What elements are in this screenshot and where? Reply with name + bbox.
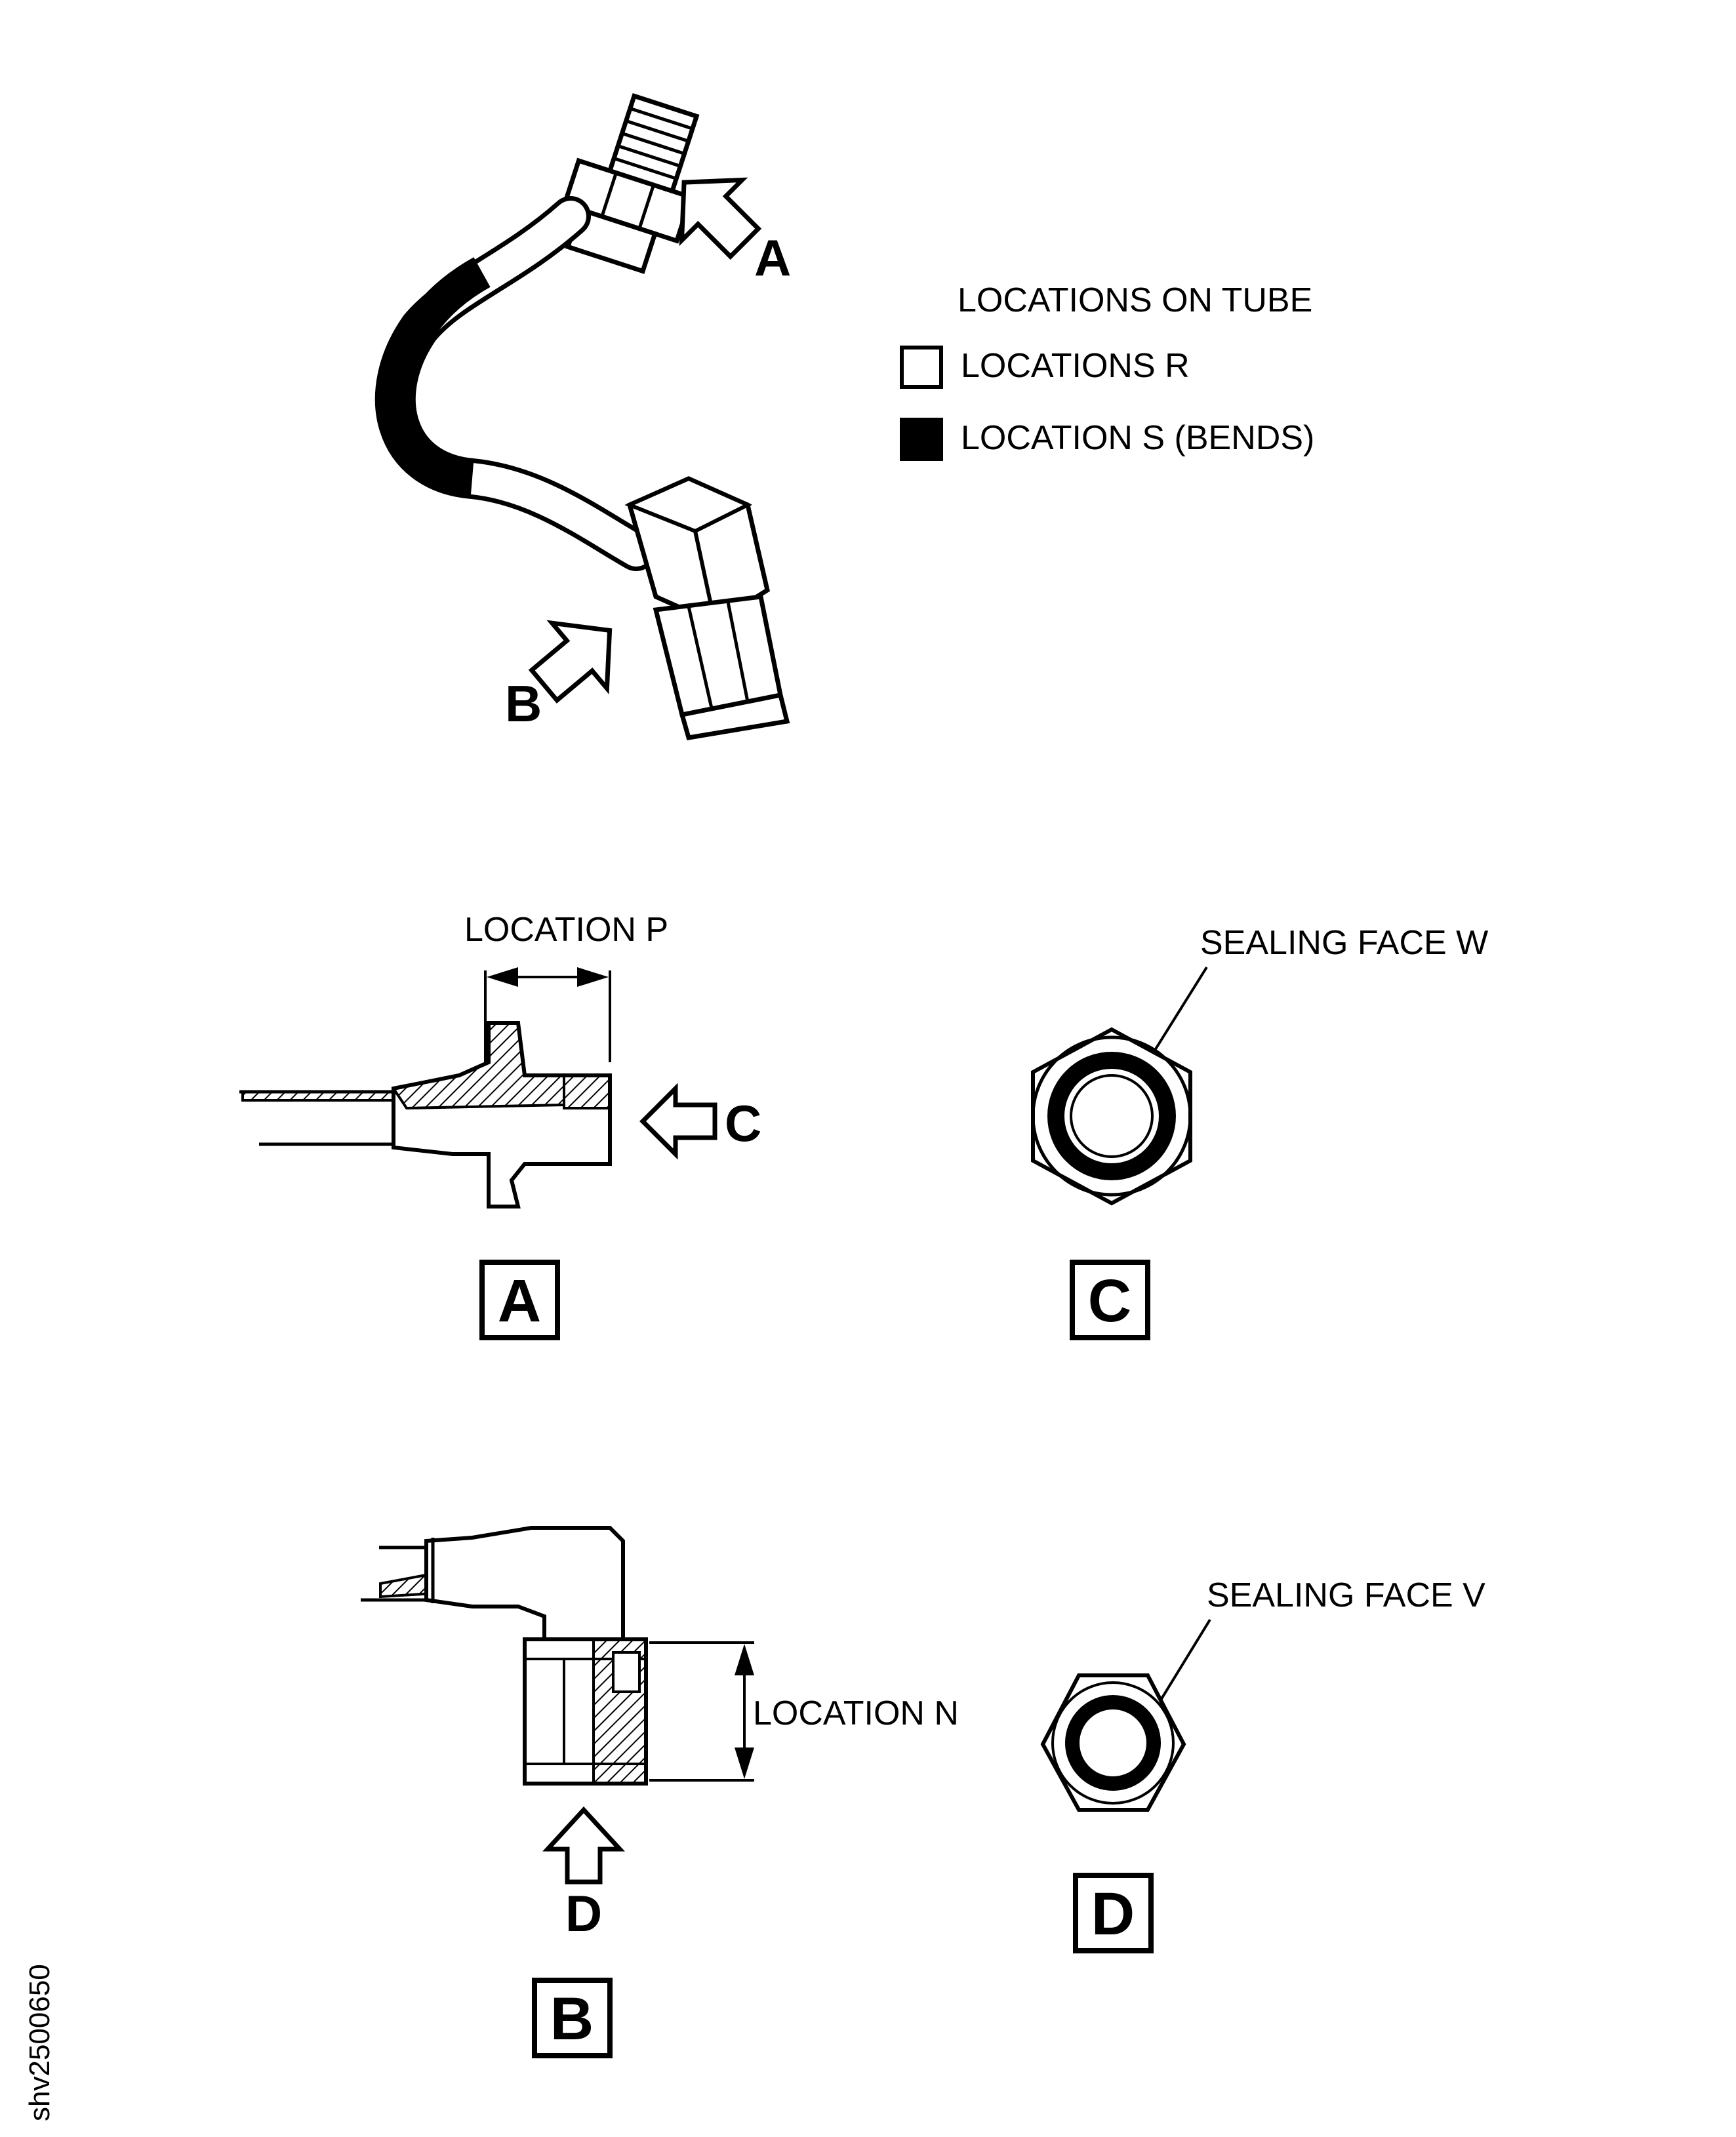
view-arrow-a <box>679 177 762 260</box>
view-letter-b: B <box>550 1986 594 2052</box>
view-label-box-c <box>1070 1260 1150 1340</box>
legend-swatch-r <box>900 346 943 389</box>
sealing-face-v-label: SEALING FACE V <box>1207 1576 1485 1614</box>
view-letter-d: D <box>1091 1881 1135 1947</box>
legend-item-r: LOCATIONS R <box>961 347 1190 385</box>
location-n-label: LOCATION N <box>753 1694 959 1732</box>
figure-reference: shv2500650 <box>24 1964 56 2121</box>
location-p-label: LOCATION P <box>464 911 668 949</box>
view-c-face: SEALING FACE W C <box>1031 924 1488 1340</box>
view-arrow-d <box>542 1806 625 1885</box>
view-arrow-c <box>639 1083 717 1160</box>
arrow-a-label: A <box>754 229 791 287</box>
legend: LOCATIONS ON TUBE LOCATIONS R LOCATION S… <box>900 281 1314 461</box>
elbow-fitting <box>624 476 790 740</box>
sealing-face-w-ring <box>1047 1052 1176 1180</box>
legend-item-s: LOCATION S (BENDS) <box>961 419 1314 457</box>
legend-swatch-s <box>900 418 943 461</box>
view-letter-c: C <box>1088 1268 1131 1334</box>
tube-inner <box>379 201 652 567</box>
view-a-section: LOCATION P C A <box>239 911 761 1340</box>
view-label-box-d <box>1073 1873 1154 1953</box>
bend-location-s <box>378 257 491 496</box>
legend-title: LOCATIONS ON TUBE <box>958 281 1312 319</box>
view-letter-a: A <box>498 1268 541 1334</box>
hex-nut-d <box>1040 1673 1186 1812</box>
view-arrow-b <box>528 620 613 704</box>
arrow-c-label: C <box>725 1094 761 1152</box>
view-d-face: SEALING FACE V D <box>1040 1576 1485 1953</box>
view-label-box-b <box>532 1978 613 2058</box>
arrow-b-label: B <box>505 675 542 732</box>
view-b-section: LOCATION N D B <box>361 1526 959 2058</box>
view-label-box-a <box>479 1260 560 1340</box>
tube-assembly-illustration: A B <box>374 92 791 740</box>
arrow-d-label: D <box>565 1885 602 1942</box>
sealing-face-v-ring <box>1065 1695 1161 1791</box>
sealing-face-w-label: SEALING FACE W <box>1200 924 1488 962</box>
